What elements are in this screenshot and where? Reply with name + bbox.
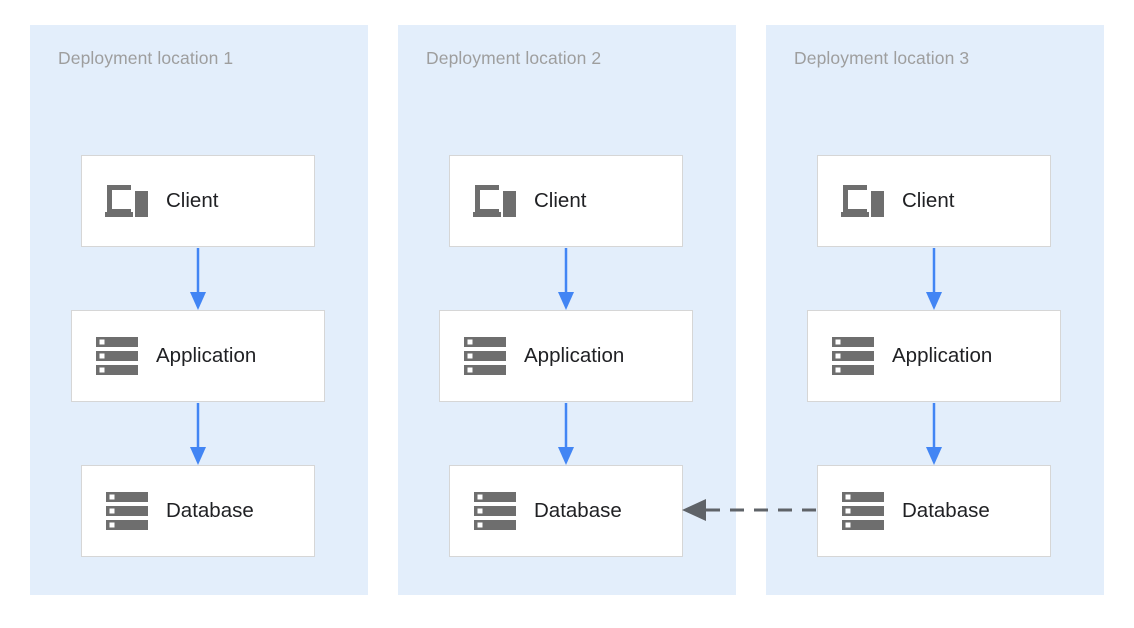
node-client-2[interactable]: Client xyxy=(449,155,683,247)
node-label-database-2: Database xyxy=(534,499,622,522)
node-label-client-2: Client xyxy=(534,189,587,212)
devices-icon xyxy=(840,178,886,224)
devices-icon xyxy=(104,178,150,224)
node-database-3[interactable]: Database xyxy=(817,465,1051,557)
node-label-application-1: Application xyxy=(156,344,257,367)
node-label-database-3: Database xyxy=(902,499,990,522)
node-label-client-1: Client xyxy=(166,189,219,212)
devices-icon xyxy=(472,178,518,224)
node-database-2[interactable]: Database xyxy=(449,465,683,557)
node-client-1[interactable]: Client xyxy=(81,155,315,247)
node-label-client-3: Client xyxy=(902,189,955,212)
panel-title-2: Deployment location 2 xyxy=(426,48,602,68)
server-icon xyxy=(830,333,876,379)
node-label-application-2: Application xyxy=(524,344,625,367)
server-icon xyxy=(94,333,140,379)
server-icon xyxy=(472,488,518,534)
node-application-1[interactable]: Application xyxy=(71,310,325,402)
node-label-database-1: Database xyxy=(166,499,254,522)
panel-title-3: Deployment location 3 xyxy=(794,48,970,68)
node-database-1[interactable]: Database xyxy=(81,465,315,557)
node-client-3[interactable]: Client xyxy=(817,155,1051,247)
node-application-3[interactable]: Application xyxy=(807,310,1061,402)
server-icon xyxy=(462,333,508,379)
server-icon xyxy=(840,488,886,534)
node-application-2[interactable]: Application xyxy=(439,310,693,402)
server-icon xyxy=(104,488,150,534)
node-label-application-3: Application xyxy=(892,344,993,367)
panel-title-1: Deployment location 1 xyxy=(58,48,234,68)
